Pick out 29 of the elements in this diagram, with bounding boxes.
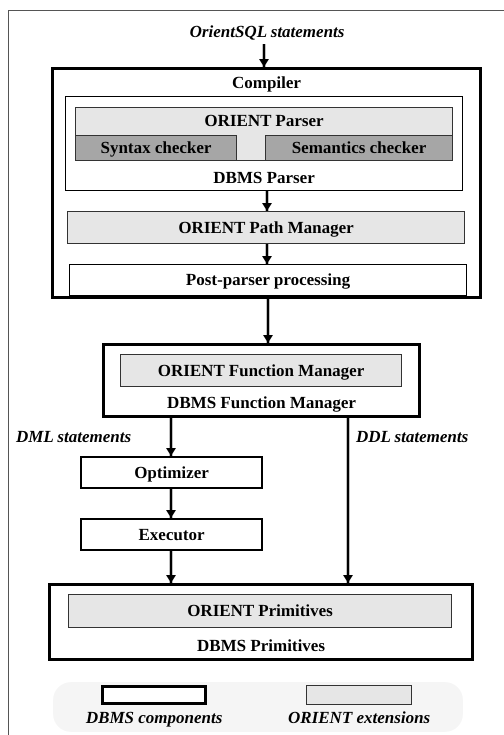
legend-label: DBMS components [86, 707, 222, 728]
arrow [263, 299, 273, 343]
extension-box [75, 107, 453, 161]
extension-box: ORIENT Primitives [68, 594, 452, 628]
primitives-box [48, 583, 474, 661]
box-title: DBMS Function Manager [167, 392, 356, 413]
arrow [343, 418, 353, 583]
parser-box [65, 96, 463, 191]
process-box: Post-parser processing [69, 264, 467, 296]
arrow [166, 418, 176, 456]
extension-box: ORIENT Function Manager [120, 354, 402, 387]
box-title: DBMS Primitives [197, 634, 325, 656]
manager-box [102, 343, 421, 418]
input-label: OrientSQL statements [150, 20, 384, 44]
process-box: Executor [80, 518, 263, 551]
arrow [166, 489, 176, 518]
legend-label: ORIENT extensions [288, 707, 430, 728]
extension-box: ORIENT Path Manager [67, 211, 465, 244]
checker-box: Semantics checker [265, 135, 453, 161]
arrow [166, 551, 176, 583]
arrow [262, 191, 272, 211]
box-title: Compiler [232, 72, 301, 94]
box-title: DBMS Parser [213, 166, 315, 188]
checker-box: Syntax checker [75, 135, 237, 161]
compiler-box [51, 67, 482, 299]
process-box: Optimizer [80, 456, 263, 489]
box-title: ORIENT Parser [204, 110, 324, 132]
arrow [259, 44, 269, 67]
arrow [262, 244, 272, 264]
